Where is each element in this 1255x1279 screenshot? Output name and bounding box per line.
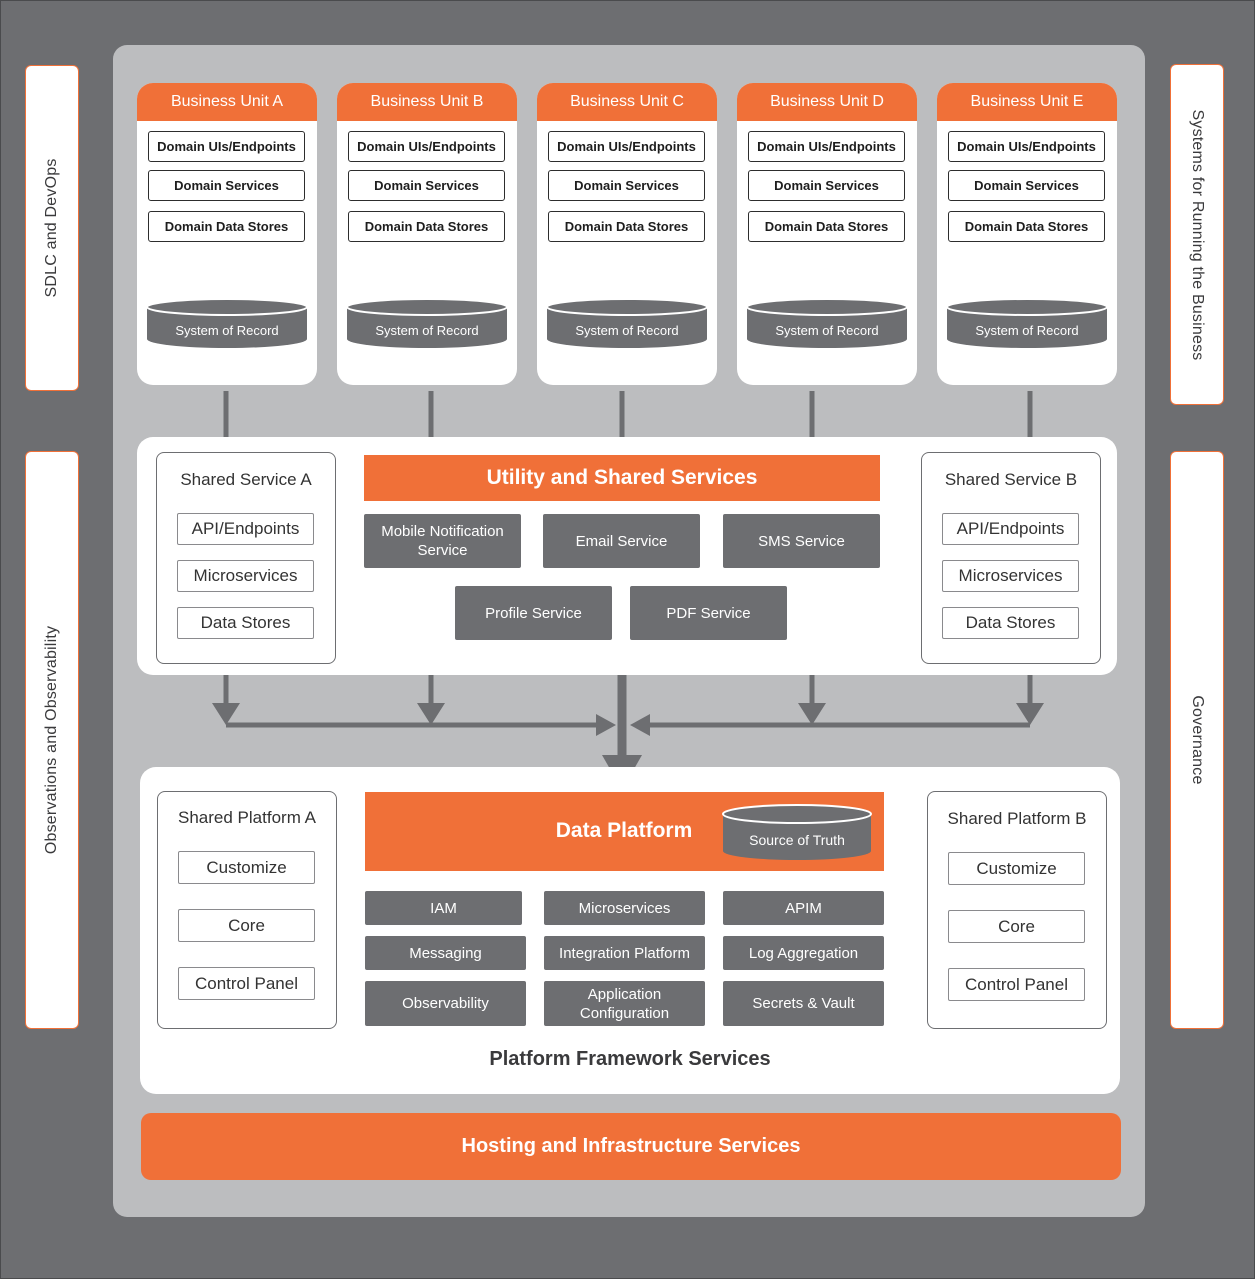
observations-label: Observations and Observability — [43, 625, 60, 855]
shared-service-b-title: Shared Service B — [944, 470, 1078, 489]
business-unit-d: Business Unit D Domain UIs/Endpoints Dom… — [737, 83, 917, 385]
business-unit-a: Business Unit A Domain UIs/Endpoints Dom… — [137, 83, 317, 385]
data-stores-box: Data Stores — [942, 607, 1079, 639]
customize-box: Customize — [178, 851, 315, 884]
profile-service: Profile Service — [455, 586, 612, 640]
system-of-record-label: System of Record — [975, 323, 1079, 338]
observations-label-box: Observations and Observability — [25, 451, 79, 1029]
api-endpoints-box: API/Endpoints — [942, 513, 1079, 545]
governance-label: Governance — [1189, 695, 1206, 785]
shared-platform-b: Shared Platform B Customize Core Control… — [927, 791, 1107, 1029]
domain-services: Domain Services — [548, 170, 705, 201]
business-unit-title: Business Unit B — [337, 83, 517, 121]
system-of-record-label: System of Record — [175, 323, 279, 338]
log-aggregation-service: Log Aggregation — [723, 936, 884, 970]
data-platform-title: Data Platform — [555, 819, 693, 842]
business-unit-title: Business Unit C — [537, 83, 717, 121]
messaging-service: Messaging — [365, 936, 526, 970]
shared-platform-a-title: Shared Platform A — [178, 808, 316, 827]
shared-service-a: Shared Service A API/Endpoints Microserv… — [156, 452, 336, 664]
shared-service-a-title: Shared Service A — [180, 470, 312, 489]
pdf-service: PDF Service — [630, 586, 787, 640]
system-of-record-cylinder: System of Record — [945, 297, 1109, 351]
business-unit-title: Business Unit D — [737, 83, 917, 121]
sdlc-devops-label-box: SDLC and DevOps — [25, 65, 79, 391]
systems-running-business-label-box: Systems for Running the Business — [1170, 64, 1224, 405]
control-panel-box: Control Panel — [178, 967, 315, 1000]
domain-uis-endpoints: Domain UIs/Endpoints — [348, 131, 505, 162]
domain-uis-endpoints: Domain UIs/Endpoints — [748, 131, 905, 162]
integration-platform-service: Integration Platform — [544, 936, 705, 970]
domain-services: Domain Services — [348, 170, 505, 201]
source-of-truth-cylinder: Source of Truth — [721, 802, 873, 862]
domain-services: Domain Services — [148, 170, 305, 201]
microservices-box: Microservices — [177, 560, 314, 592]
business-unit-c: Business Unit C Domain UIs/Endpoints Dom… — [537, 83, 717, 385]
business-unit-title: Business Unit A — [137, 83, 317, 121]
utility-shared-services-title: Utility and Shared Services — [364, 455, 880, 501]
platform-framework-title: Platform Framework Services — [489, 1048, 771, 1070]
iam-service: IAM — [365, 891, 522, 925]
domain-data-stores: Domain Data Stores — [548, 211, 705, 242]
system-of-record-label: System of Record — [375, 323, 479, 338]
microservices-service: Microservices — [544, 891, 705, 925]
shared-platform-b-title: Shared Platform B — [947, 809, 1087, 828]
domain-data-stores: Domain Data Stores — [348, 211, 505, 242]
mobile-notification-service: Mobile Notification Service — [364, 514, 521, 568]
core-box: Core — [948, 910, 1085, 943]
control-panel-box: Control Panel — [948, 968, 1085, 1001]
domain-services: Domain Services — [748, 170, 905, 201]
data-stores-box: Data Stores — [177, 607, 314, 639]
sms-service: SMS Service — [723, 514, 880, 568]
domain-uis-endpoints: Domain UIs/Endpoints — [548, 131, 705, 162]
domain-data-stores: Domain Data Stores — [148, 211, 305, 242]
domain-data-stores: Domain Data Stores — [948, 211, 1105, 242]
domain-uis-endpoints: Domain UIs/Endpoints — [148, 131, 305, 162]
core-box: Core — [178, 909, 315, 942]
microservices-box: Microservices — [942, 560, 1079, 592]
business-unit-e: Business Unit E Domain UIs/Endpoints Dom… — [937, 83, 1117, 385]
secrets-vault-service: Secrets & Vault — [723, 981, 884, 1026]
application-configuration-service: Application Configuration — [544, 981, 705, 1026]
hosting-infrastructure-bar: Hosting and Infrastructure Services — [141, 1113, 1121, 1180]
system-of-record-label: System of Record — [575, 323, 679, 338]
domain-uis-endpoints: Domain UIs/Endpoints — [948, 131, 1105, 162]
system-of-record-label: System of Record — [775, 323, 879, 338]
business-unit-b: Business Unit B Domain UIs/Endpoints Dom… — [337, 83, 517, 385]
source-of-truth-label: Source of Truth — [749, 832, 845, 848]
domain-data-stores: Domain Data Stores — [748, 211, 905, 242]
system-of-record-cylinder: System of Record — [745, 297, 909, 351]
systems-running-business-label: Systems for Running the Business — [1189, 109, 1206, 360]
customize-box: Customize — [948, 852, 1085, 885]
data-platform-bar: Data Platform Source of Truth — [365, 792, 884, 871]
system-of-record-cylinder: System of Record — [345, 297, 509, 351]
domain-services: Domain Services — [948, 170, 1105, 201]
business-unit-title: Business Unit E — [937, 83, 1117, 121]
api-endpoints-box: API/Endpoints — [177, 513, 314, 545]
sdlc-devops-label: SDLC and DevOps — [43, 158, 60, 298]
shared-service-b: Shared Service B API/Endpoints Microserv… — [921, 452, 1101, 664]
shared-platform-a: Shared Platform A Customize Core Control… — [157, 791, 337, 1029]
system-of-record-cylinder: System of Record — [145, 297, 309, 351]
apim-service: APIM — [723, 891, 884, 925]
system-of-record-cylinder: System of Record — [545, 297, 709, 351]
email-service: Email Service — [543, 514, 700, 568]
governance-label-box: Governance — [1170, 451, 1224, 1029]
observability-service: Observability — [365, 981, 526, 1026]
